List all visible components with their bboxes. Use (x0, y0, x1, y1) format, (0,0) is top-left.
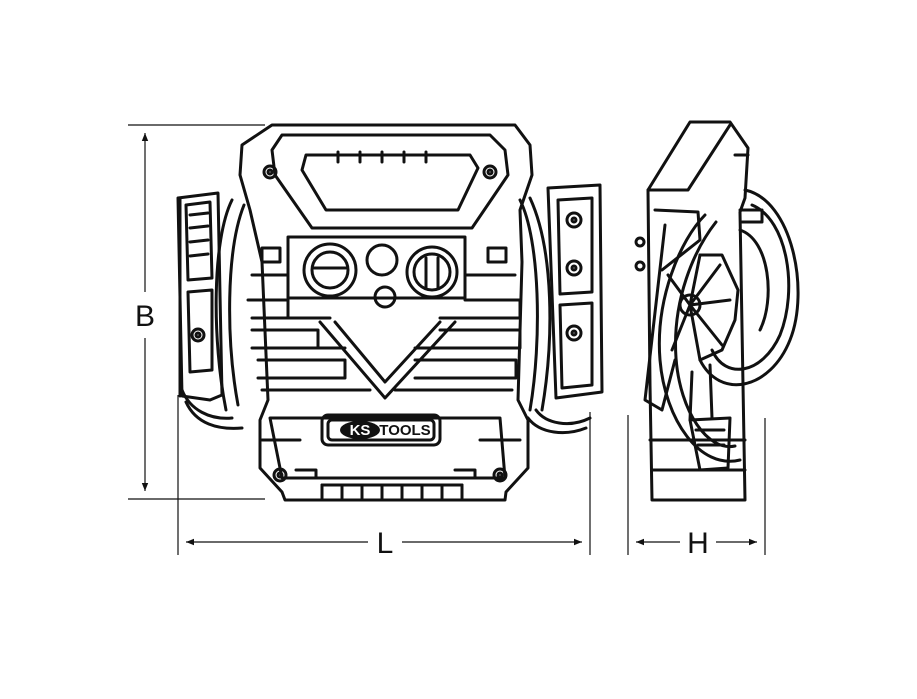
dimension-b-label: B (135, 300, 155, 333)
control-panel (286, 235, 467, 309)
base-screw-left-icon (272, 467, 288, 483)
brand-logo: KS TOOLS (320, 413, 442, 447)
right-clamp-screw-top-icon (565, 211, 583, 229)
dimension-h-depth: H (627, 415, 766, 560)
dimension-l-label: L (377, 527, 394, 560)
housing-outline (238, 123, 534, 502)
side-clamp (643, 223, 732, 472)
right-cable-coil (518, 196, 592, 435)
usb-port-icon (373, 285, 397, 309)
logo-tools-text: TOOLS (379, 422, 430, 439)
side-cable-coil (657, 188, 800, 463)
left-indicator-icon (260, 246, 282, 264)
base-screw-right-icon (492, 467, 508, 483)
dimension-l-length: L (177, 395, 591, 560)
housing-base (260, 416, 522, 500)
dimension-b-height: B (128, 124, 265, 500)
side-body-outline (646, 120, 750, 502)
carry-handle (262, 133, 510, 230)
right-clamp (546, 183, 604, 400)
side-cable-reel (666, 253, 740, 362)
right-clamp-screw-mid-icon (565, 259, 583, 277)
housing-ribs (246, 273, 522, 392)
handle-screw-right-icon (482, 164, 498, 180)
left-clamp-screw-icon (190, 327, 206, 343)
front-view: KS TOOLS (176, 123, 604, 502)
center-v-design (318, 320, 457, 400)
side-screw-bottom-icon (634, 260, 646, 272)
indicator-lamp-icon (365, 243, 399, 277)
side-screw-top-icon (634, 236, 646, 248)
side-view (634, 120, 800, 502)
dimension-h-label: H (687, 527, 709, 560)
handle-screw-left-icon (262, 164, 278, 180)
left-clamp (176, 191, 224, 402)
voltmeter-dial-icon (302, 242, 358, 298)
right-indicator-icon (486, 246, 508, 264)
logo-ks-text: KS (350, 422, 371, 439)
right-clamp-screw-low-icon (565, 324, 583, 342)
power-switch-icon (405, 245, 459, 299)
